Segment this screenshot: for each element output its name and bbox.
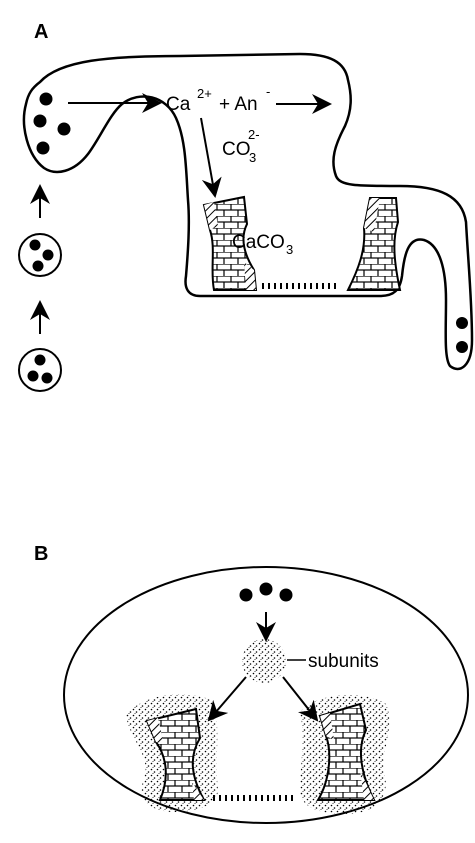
vesicle-particle [58,123,71,136]
subunits-label: subunits [308,651,379,672]
vesicle-particle [43,250,54,261]
vesicle-particle [37,142,50,155]
subunit-cluster [242,639,286,683]
carbonate-charge: 2- [248,127,260,142]
vesicle-particle [456,341,468,353]
vesicle-particle [456,317,468,329]
subunit-particle [240,589,253,602]
anion-label: + An [219,94,258,115]
vesicle-particle [35,355,46,366]
calcium-ion-charge: 2+ [197,86,212,101]
calcite-label: CaCO [232,232,285,253]
calcium-ion-label: Ca [166,94,191,115]
vesicle-particle [30,240,41,251]
vesicle-particle [34,115,47,128]
subunit-particle [260,583,273,596]
panel-b-label: B [34,543,48,565]
panel-a-label: A [34,21,48,43]
precipitation-arrow [201,118,215,196]
calcite-sub: 3 [286,242,293,257]
carbonate-sub: 3 [249,150,256,165]
cell-outline [64,567,468,823]
vesicle-particle [42,373,53,384]
vesicle-particle [33,261,44,272]
vesicle-particle [28,371,39,382]
subunit-particle [280,589,293,602]
anion-charge: - [266,84,270,99]
vesicle-particle [40,93,53,106]
carbonate-label: CO [222,139,251,160]
